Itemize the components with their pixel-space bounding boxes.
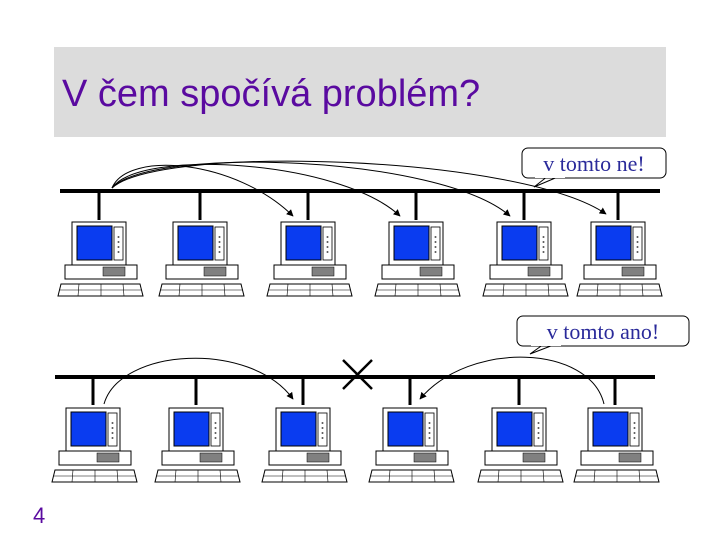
segment-arrow — [419, 356, 605, 405]
callout-top: v tomto ne! — [521, 147, 667, 188]
callout-bottom-text: v tomto ano! — [547, 319, 659, 344]
x-mark-icon — [342, 359, 373, 390]
computer-icon — [374, 221, 461, 297]
computer-icon — [266, 221, 353, 297]
computer-icon — [368, 407, 455, 483]
computer-icon — [51, 407, 138, 483]
callout-top-text: v tomto ne! — [543, 151, 644, 176]
segment-arrow — [103, 357, 294, 405]
computer-icon — [477, 407, 564, 483]
bottom-network: v tomto ano! — [51, 315, 690, 483]
computer-icon — [57, 221, 144, 297]
callout-bottom: v tomto ano! — [516, 315, 690, 355]
slide-title: V čem spočívá problém? — [62, 73, 481, 115]
computer-icon — [154, 407, 241, 483]
computer-icon — [573, 407, 660, 483]
computer-icon — [261, 407, 348, 483]
broadcast-arrow — [111, 164, 401, 217]
computer-icon — [482, 221, 569, 297]
computer-icon — [158, 221, 245, 297]
broadcast-arrow — [111, 161, 511, 217]
computer-icon — [576, 221, 663, 297]
broadcast-arrow — [111, 160, 607, 215]
title-box: V čem spočívá problém? — [54, 47, 666, 137]
page-number: 4 — [33, 503, 46, 528]
top-network: v tomto ne! — [57, 147, 667, 297]
